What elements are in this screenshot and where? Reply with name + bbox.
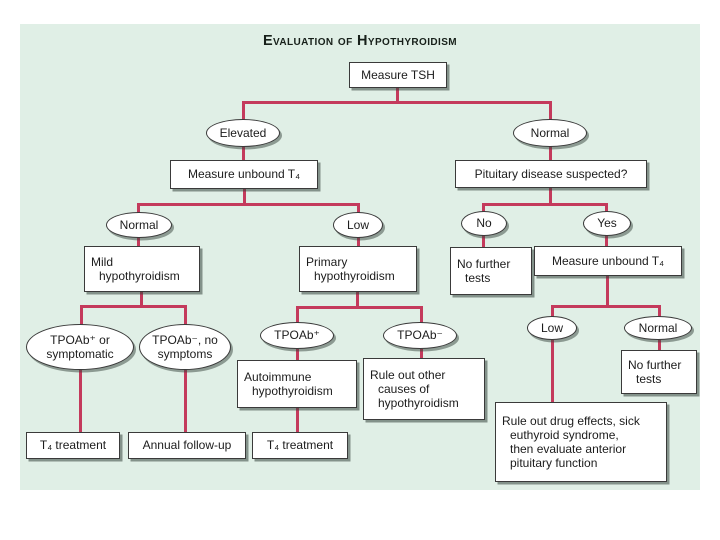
decision-normal-t4: Normal xyxy=(106,212,172,238)
connector xyxy=(184,370,187,433)
node-pituitary-disease-suspected: Pituitary disease suspected? xyxy=(455,160,647,188)
connector xyxy=(296,408,299,433)
decision-low-t4: Low xyxy=(333,212,383,238)
node-autoimmune-hypothyroidism: Autoimmune hypothyroidism xyxy=(237,360,357,408)
node-rule-out-drug-effects: Rule out drug effects, sick euthyroid sy… xyxy=(495,402,667,482)
decision-tpoab-neg-no-symptoms: TPOAb⁻, no symptoms xyxy=(139,324,231,370)
connector xyxy=(551,305,661,308)
node-annual-follow-up: Annual follow-up xyxy=(128,432,246,459)
decision-tpoab-pos: TPOAb⁺ xyxy=(260,322,334,349)
connector xyxy=(79,370,82,433)
connector xyxy=(137,203,140,213)
flowchart-panel: Evaluation of Hypothyroidism Measure TSH… xyxy=(20,24,700,490)
decision-low-right: Low xyxy=(527,316,577,340)
connector xyxy=(482,203,608,206)
decision-tpoab-pos-or-symptomatic: TPOAb⁺ or symptomatic xyxy=(26,324,134,370)
node-primary-hypothyroidism: Primary hypothyroidism xyxy=(299,246,417,292)
decision-no: No xyxy=(461,211,507,236)
node-no-further-tests-right: No further tests xyxy=(621,350,697,394)
node-t4-treatment-1: T₄ treatment xyxy=(26,432,120,459)
connector xyxy=(296,306,423,309)
decision-normal-right: Normal xyxy=(624,316,692,340)
connector xyxy=(549,146,552,161)
diagram-title: Evaluation of Hypothyroidism xyxy=(262,33,458,49)
decision-yes: Yes xyxy=(583,211,631,236)
connector xyxy=(605,235,608,247)
connector xyxy=(242,101,552,104)
node-measure-tsh: Measure TSH xyxy=(349,62,447,88)
connector xyxy=(184,305,187,325)
decision-elevated: Elevated xyxy=(206,119,280,147)
connector xyxy=(80,305,187,308)
connector xyxy=(482,235,485,248)
decision-tpoab-neg: TPOAb⁻ xyxy=(383,322,457,349)
connector xyxy=(242,101,245,121)
connector xyxy=(549,188,552,205)
node-mild-hypothyroidism: Mild hypothyroidism xyxy=(84,246,200,292)
node-measure-unbound-t4-left: Measure unbound T₄ xyxy=(170,160,318,189)
connector xyxy=(420,349,423,359)
connector xyxy=(242,146,245,161)
connector xyxy=(396,86,399,103)
decision-normal-tsh: Normal xyxy=(513,119,587,147)
connector xyxy=(658,340,661,351)
connector xyxy=(356,292,359,306)
node-rule-out-other-causes: Rule out other causes of hypothyroidism xyxy=(363,358,485,420)
connector xyxy=(243,189,246,205)
connector xyxy=(80,305,83,325)
connector xyxy=(357,203,360,213)
connector xyxy=(357,237,360,247)
connector xyxy=(137,237,140,247)
connector xyxy=(658,305,661,317)
connector xyxy=(482,203,485,212)
node-measure-unbound-t4-right: Measure unbound T₄ xyxy=(534,246,682,276)
node-no-further-tests-left: No further tests xyxy=(450,247,532,295)
connector xyxy=(420,306,423,323)
connector xyxy=(605,203,608,212)
connector xyxy=(137,203,360,206)
node-t4-treatment-2: T₄ treatment xyxy=(252,432,348,459)
connector xyxy=(140,292,143,305)
connector xyxy=(296,349,299,361)
connector xyxy=(551,305,554,317)
connector xyxy=(549,101,552,121)
connector xyxy=(296,306,299,323)
connector xyxy=(606,276,609,305)
connector xyxy=(551,340,554,403)
